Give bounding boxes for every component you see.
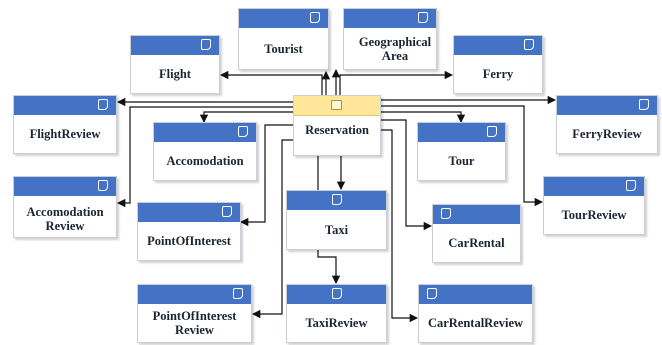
entity-header — [419, 285, 532, 304]
entity-label: TaxiReview — [305, 316, 368, 330]
entity-label: Accomodation Review — [26, 204, 104, 233]
entity-icon — [222, 206, 232, 217]
entity-header — [544, 177, 644, 196]
entity-label: Ferry — [482, 67, 514, 81]
edge-accomodation — [199, 111, 294, 124]
entity-icon — [233, 288, 243, 299]
entity-flight-review[interactable]: FlightReview — [13, 95, 117, 154]
entity-header — [418, 123, 505, 142]
entity-label: CarRental — [448, 236, 505, 250]
edge-tour — [380, 111, 466, 124]
entity-icon — [98, 99, 108, 110]
entity-icon — [310, 12, 320, 23]
entity-icon — [639, 99, 649, 110]
entity-label: PointOfInterest Review — [152, 309, 237, 337]
entity-icon — [331, 194, 342, 205]
entity-accomodation[interactable]: Accomodation — [153, 122, 257, 181]
entity-tour-review[interactable]: TourReview — [543, 176, 645, 235]
entity-header — [287, 191, 386, 210]
entity-icon — [427, 288, 437, 299]
entity-label: Tourist — [264, 41, 303, 56]
entity-icon — [331, 288, 342, 299]
edge-point-of-interest — [239, 124, 298, 227]
entity-label: Geographical Area — [358, 34, 432, 63]
entity-car-rental-review[interactable]: CarRentalReview — [418, 284, 533, 343]
entity-header — [138, 203, 240, 222]
entity-icon — [238, 126, 248, 137]
edge-ferry — [339, 70, 454, 95]
entity-point-of-interest-review[interactable]: PointOfInterest Review — [137, 284, 252, 343]
entity-header — [131, 36, 219, 55]
entity-icon — [524, 39, 534, 50]
entity-icon — [98, 180, 108, 191]
entity-icon — [441, 208, 451, 219]
entity-header — [138, 285, 251, 304]
entity-taxi-review[interactable]: TaxiReview — [286, 284, 387, 343]
entity-label: PointOfInterest — [147, 234, 231, 248]
entity-ferry-review[interactable]: FerryReview — [556, 95, 658, 154]
entity-point-of-interest[interactable]: PointOfInterest — [137, 202, 241, 261]
entity-header — [14, 96, 116, 115]
entity-icon — [201, 39, 211, 50]
entity-reservation[interactable]: Reservation — [293, 95, 381, 156]
entity-header — [294, 96, 380, 116]
entity-header — [454, 36, 542, 55]
entity-icon — [626, 180, 636, 191]
entity-label: Tour — [448, 154, 475, 168]
entity-header — [433, 205, 520, 224]
edge-point-of-interest-review — [251, 139, 302, 319]
entity-flight[interactable]: Flight — [130, 35, 220, 94]
edge-car-rental — [380, 119, 433, 231]
entity-header — [287, 285, 386, 304]
entity-ferry[interactable]: Ferry — [453, 35, 543, 94]
entity-car-rental[interactable]: CarRental — [432, 204, 521, 263]
entity-geographical-area[interactable]: Geographical Area — [343, 8, 437, 70]
edge-flight — [219, 70, 323, 95]
entity-label: Taxi — [324, 222, 349, 237]
entity-label: Flight — [159, 67, 191, 81]
entity-label: FerryReview — [572, 127, 642, 141]
edge-tour-review — [380, 105, 544, 207]
entity-label: CarRentalReview — [427, 316, 524, 330]
entity-icon — [418, 12, 428, 23]
cube-icon — [331, 100, 342, 110]
entity-header — [14, 177, 116, 196]
entity-accomodation-review[interactable]: Accomodation Review — [13, 176, 117, 238]
edge-accomodation-review — [116, 106, 294, 208]
entity-taxi[interactable]: Taxi — [286, 190, 387, 250]
entity-icon — [487, 126, 497, 137]
entity-header — [557, 96, 657, 115]
entity-label: FlightReview — [29, 127, 101, 141]
entity-label: Reservation — [305, 123, 369, 137]
entity-header — [239, 9, 328, 28]
entity-header — [154, 123, 256, 142]
entity-tour[interactable]: Tour — [417, 122, 506, 181]
entity-header — [344, 9, 436, 28]
entity-label: Accomodation — [166, 154, 244, 168]
entity-label: TourReview — [561, 208, 627, 222]
edge-car-rental-review — [380, 129, 419, 323]
entity-tourist[interactable]: Tourist — [238, 8, 329, 70]
